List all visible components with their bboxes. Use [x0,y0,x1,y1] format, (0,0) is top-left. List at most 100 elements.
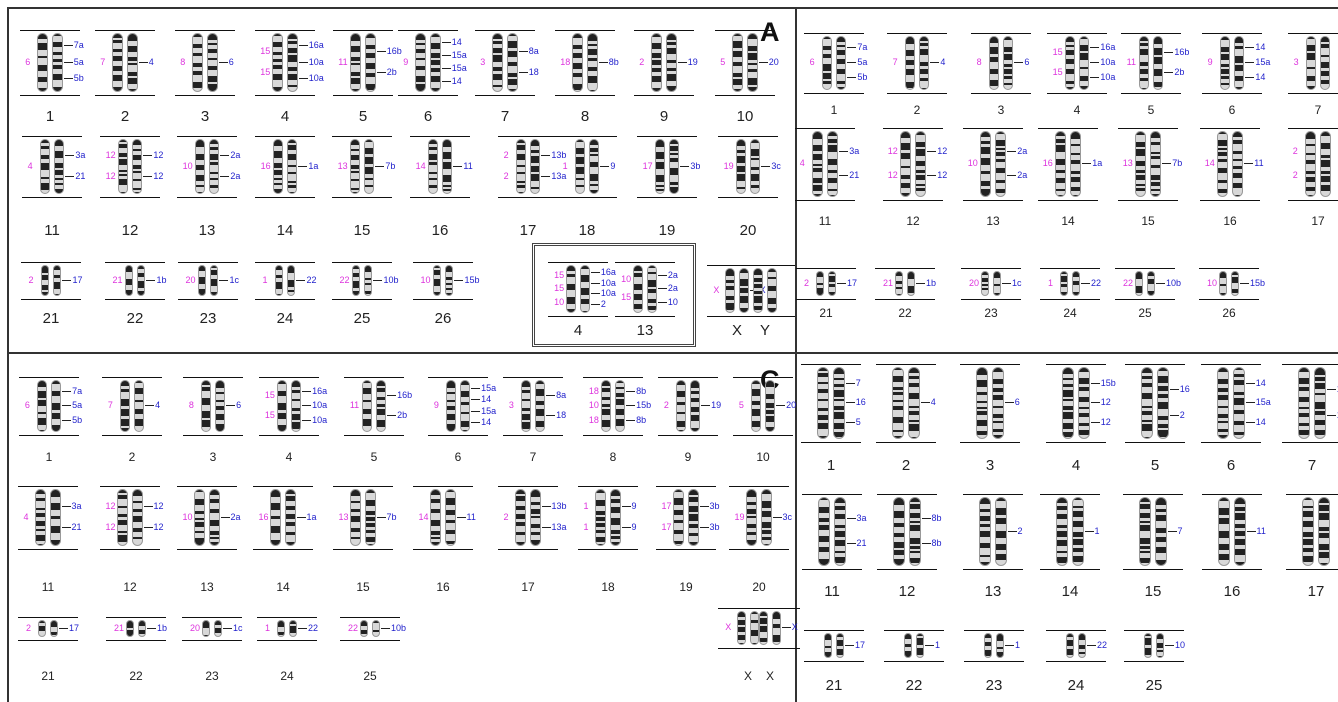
panel2-chr-1-label-tick [62,405,71,406]
panel3-chr-16-right-homolog [1234,497,1246,566]
panel2-chr-18-comparative-label: 1 [583,523,588,532]
panel2-chr-2-label-tick [145,405,154,406]
panel1-chr-13-bottom-line [963,200,1023,201]
panel3-chr-23-bottom-line [964,661,1024,662]
panel2-chr-9-number: 9 [685,450,692,464]
panel1-chr-23-top-line [961,268,1021,269]
panel0-chr-24-homolog-label: 22 [306,276,316,285]
panel3-chr-6-left-homolog [1217,367,1229,439]
panel2-chr-15-number: 15 [356,580,369,594]
panel2-chr-17-label-tick [542,506,551,507]
panel1-chr-5-homolog-label: 2b [1174,68,1184,77]
panel3-chr-5-label-tick [1170,389,1179,390]
panel1-chr-7-number: 7 [1315,103,1322,117]
panel2-chr-1-left-homolog [37,380,47,432]
panel2-chr-22-comparative-label: 21 [114,624,124,633]
panel2-chr-10-label-tick [776,405,785,406]
panel1-chr-5-comparative-label: 11 [1127,58,1136,67]
panel0-chr-21-comparative-label: 2 [29,276,34,285]
panel0-chr-7-homolog-label: 18 [529,68,539,77]
panel2-chr-9-comparative-label: 2 [664,401,669,410]
panel2-sex-chr-1-number: X [766,669,774,683]
panel1-chr-4-bottom-line [1047,93,1107,94]
panel0-chr-26-right-homolog [445,265,453,296]
panel0-chr-4-right-homolog [287,33,298,92]
inset-chr-13-top-line [615,262,675,263]
panel2-chr-11-homolog-label: 3a [72,502,82,511]
panel3-chr-17-right-homolog [1318,497,1330,566]
panel2-chr-4-homolog-label: 16a [312,387,327,396]
panel0-chr-20-right-homolog [750,139,760,194]
panel2-chr-6-comparative-label: 9 [434,401,439,410]
panel2-chr-16-left-homolog [430,489,441,546]
panel3-chr-22-homolog-label: 1 [935,641,940,650]
panel0-chr-13-comparative-label: 10 [183,162,193,171]
panel3-chr-5-left-homolog [1141,367,1153,439]
panel1-chr-2-bottom-line [887,93,947,94]
panel3-chr-11-right-homolog [834,497,846,566]
panel0-chr-6-label-tick [442,68,451,69]
panel0-chr-16-top-line [410,136,470,137]
panel3-chr-3-number: 3 [986,457,994,474]
panel3-chr-5-homolog-label: 16 [1180,385,1190,394]
panel2-chr-5-comparative-label: 11 [350,401,359,410]
panel0-chr-4-number: 4 [281,108,289,125]
panel2-chr-3-label-tick [226,405,235,406]
panel1-chr-16-bottom-line [1200,200,1260,201]
panel0-chr-20-number: 20 [740,222,757,239]
panel0-chr-9-number: 9 [660,108,668,125]
panel2-chr-18-label-tick [622,506,631,507]
panel1-chr-3-left-homolog [989,36,999,90]
panel0-chr-17-bottom-line [498,197,558,198]
panel0-chr-5-label-tick [377,51,386,52]
frame-divider-top [795,7,797,353]
panel0-chr-13-homolog-label: 2a [230,151,240,160]
panel2-chr-4-comparative-label: 15 [265,411,275,420]
panel2-chr-8-label-tick [626,391,635,392]
panel1-chr-16-homolog-label: 11 [1254,159,1263,168]
panel2-chr-21-bottom-line [18,640,78,641]
panel2-chr-20-bottom-line [729,549,789,550]
panel3-chr-1-homolog-label: 7 [856,379,861,388]
panel2-chr-13-number: 13 [200,580,213,594]
panel1-chr-11-number: 11 [819,214,831,228]
panel3-chr-6-homolog-label: 14 [1256,418,1266,427]
panel1-chr-15-bottom-line [1118,200,1178,201]
panel0-chr-13-number: 13 [199,222,216,239]
panel2-sex-chr-1-label-tick [782,627,791,628]
inset-chr-13-homolog-label: 2a [668,271,678,280]
panel3-chr-5-right-homolog [1157,367,1169,439]
panel1-chr-21-label-tick [837,283,846,284]
panel0-chr-22-bottom-line [105,299,165,300]
panel3-chr-25-label-tick [1165,645,1174,646]
panel2-chr-23-left-homolog [202,620,210,637]
panel2-chr-16-number: 16 [436,580,449,594]
panel3-chr-1-left-homolog [817,367,829,439]
panel2-chr-7-right-homolog [535,380,545,432]
panel3-chr-22-bottom-line [884,661,944,662]
panel2-chr-24-bottom-line [257,640,317,641]
panel1-chr-12-top-line [883,128,943,129]
panel3-chr-16-homolog-label: 11 [1257,527,1266,536]
panel2-chr-10-comparative-label: 5 [739,401,744,410]
panel3-chr-22-number: 22 [906,677,923,694]
panel2-chr-12-number: 12 [123,580,136,594]
panel3-chr-15-bottom-line [1123,569,1183,570]
panel1-chr-24-right-homolog [1072,271,1080,296]
panel1-chr-4-homolog-label: 16a [1100,43,1115,52]
panel3-chr-24-number: 24 [1068,677,1085,694]
panel0-chr-18-right-homolog [589,139,599,194]
panel2-chr-9-top-line [658,377,718,378]
panel1-chr-22-number: 22 [898,306,911,320]
panel2-chr-4-top-line [259,377,319,378]
panel0-chr-23-bottom-line [178,299,238,300]
panel0-chr-22-comparative-label: 21 [113,276,123,285]
panel2-chr-6-right-homolog [460,380,470,432]
panel0-chr-7-left-homolog [492,33,503,92]
panel0-chr-17-homolog-label: 13b [551,151,566,160]
panel1-chr-14-homolog-label: 1a [1092,159,1102,168]
panel2-chr-17-left-homolog [515,489,526,546]
panel0-chr-15-homolog-label: 7b [385,162,395,171]
panel2-chr-22-right-homolog [138,620,146,637]
panel0-chr-21-top-line [21,262,81,263]
